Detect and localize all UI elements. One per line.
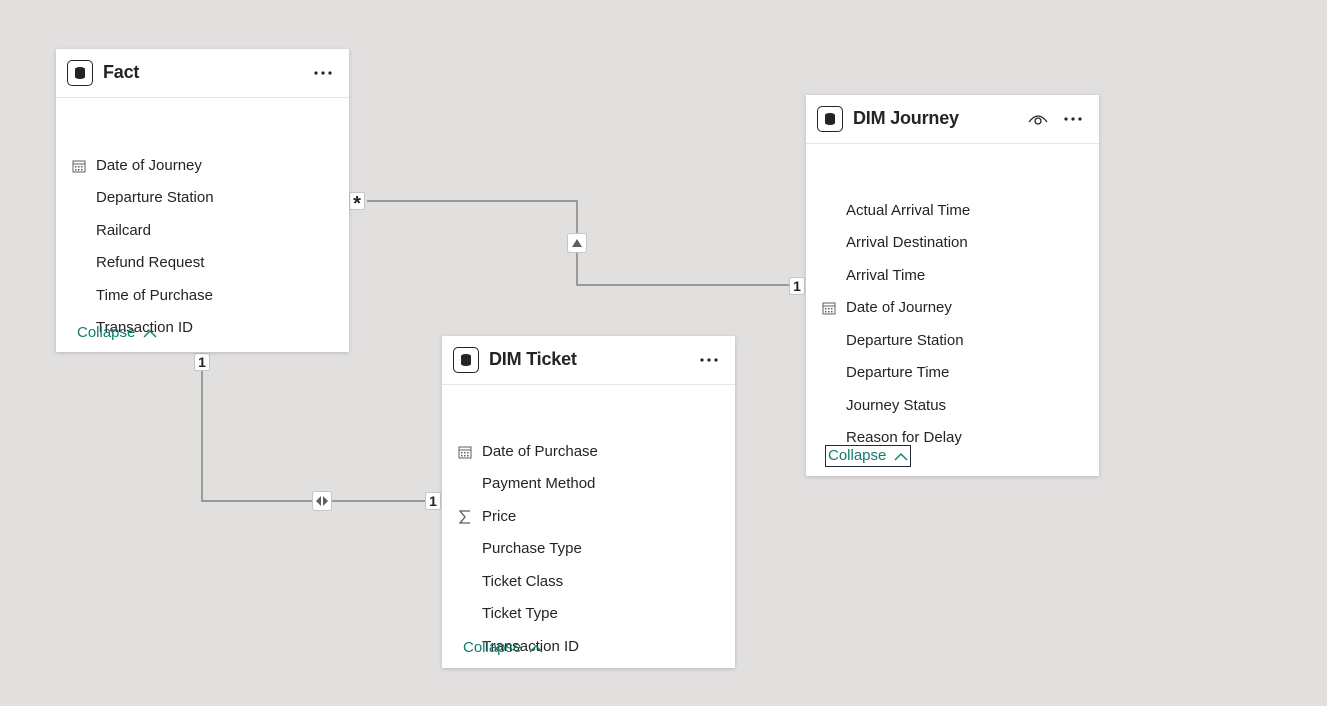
table-title: DIM Journey <box>853 108 959 128</box>
field-price[interactable]: Price <box>442 505 735 529</box>
eye-icon[interactable] <box>1026 108 1050 130</box>
collapse-label: Collapse <box>828 447 887 464</box>
field-ticket-type[interactable]: Ticket Type <box>442 602 735 626</box>
chevron-up-icon <box>529 644 543 653</box>
field-purchase-type[interactable]: Purchase Type <box>442 537 735 561</box>
collapse-button[interactable]: Collapse <box>825 445 911 467</box>
field-actual-arrival-time[interactable]: Actual Arrival Time <box>806 199 1099 223</box>
field-transaction-id[interactable]: Transaction ID <box>442 635 735 659</box>
field-date-of-purchase[interactable]: Date of Purchase <box>442 440 735 464</box>
collapse-label: Collapse <box>463 639 522 656</box>
field-arrival-time[interactable]: Arrival Time <box>806 264 1099 288</box>
field-transaction-id[interactable]: Transaction ID <box>56 316 349 340</box>
cardinality-one-marker-fact: 1 <box>194 353 210 371</box>
filter-direction-both-icon[interactable] <box>312 491 332 511</box>
table-header[interactable]: DIM Ticket <box>442 336 735 385</box>
field-label: Arrival Destination <box>846 234 968 251</box>
field-departure-station[interactable]: Departure Station <box>56 186 349 210</box>
table-icon <box>453 347 479 373</box>
field-label: Payment Method <box>482 475 596 492</box>
filter-direction-single-icon[interactable] <box>567 233 587 253</box>
field-payment-method[interactable]: Payment Method <box>442 472 735 496</box>
field-railcard[interactable]: Railcard <box>56 219 349 243</box>
more-options-icon[interactable] <box>697 349 721 371</box>
collapse-label: Collapse <box>77 324 136 341</box>
field-date-of-journey[interactable]: Date of Journey <box>56 154 349 178</box>
field-label: Reason for Delay <box>846 429 962 446</box>
calendar-icon <box>72 159 86 173</box>
field-journey-status[interactable]: Journey Status <box>806 394 1099 418</box>
field-label: Ticket Class <box>482 573 564 590</box>
table-card-dim-journey[interactable]: DIM Journey Actual Arrival Time Arrival … <box>806 95 1099 476</box>
field-time-of-purchase[interactable]: Time of Purchase <box>56 284 349 308</box>
field-label: Railcard <box>96 222 152 239</box>
field-departure-station[interactable]: Departure Station <box>806 329 1099 353</box>
field-label: Arrival Time <box>846 267 926 284</box>
field-date-of-journey[interactable]: Date of Journey <box>806 296 1099 320</box>
field-label: Journey Status <box>846 397 947 414</box>
field-reason-for-delay[interactable]: Reason for Delay <box>806 426 1099 450</box>
table-icon <box>817 106 843 132</box>
field-ticket-class[interactable]: Ticket Class <box>442 570 735 594</box>
collapse-button[interactable]: Collapse <box>75 323 159 343</box>
field-label: Departure Time <box>846 364 950 381</box>
collapse-button[interactable]: Collapse <box>461 638 545 658</box>
field-departure-time[interactable]: Departure Time <box>806 361 1099 385</box>
field-label: Date of Journey <box>846 299 952 316</box>
field-label: Date of Journey <box>96 157 202 174</box>
field-label: Ticket Type <box>482 605 558 622</box>
cardinality-one-marker-ticket: 1 <box>425 492 441 510</box>
table-icon <box>67 60 93 86</box>
cardinality-one-marker-journey: 1 <box>789 277 805 295</box>
field-label: Departure Station <box>846 332 964 349</box>
chevron-up-icon <box>894 452 908 461</box>
table-header[interactable]: DIM Journey <box>806 95 1099 144</box>
field-label: Price <box>482 508 517 525</box>
relationship-line-fact-ticket[interactable] <box>201 370 425 502</box>
more-options-icon[interactable] <box>1061 108 1085 130</box>
table-card-fact[interactable]: Fact Date of Journey Departure Station R… <box>56 49 349 352</box>
table-title: Fact <box>103 62 140 82</box>
field-label: Time of Purchase <box>96 287 213 304</box>
sigma-icon <box>458 510 472 524</box>
field-label: Date of Purchase <box>482 443 598 460</box>
field-label: Purchase Type <box>482 540 582 557</box>
calendar-icon <box>822 301 836 315</box>
field-label: Departure Station <box>96 189 214 206</box>
field-refund-request[interactable]: Refund Request <box>56 251 349 275</box>
field-arrival-destination[interactable]: Arrival Destination <box>806 231 1099 255</box>
table-card-dim-ticket[interactable]: DIM Ticket Date of Purchase Payment Meth… <box>442 336 735 668</box>
field-label: Refund Request <box>96 254 205 271</box>
calendar-icon <box>458 445 472 459</box>
table-header[interactable]: Fact <box>56 49 349 98</box>
chevron-up-icon <box>143 329 157 338</box>
table-title: DIM Ticket <box>489 349 577 369</box>
more-options-icon[interactable] <box>311 62 335 84</box>
field-label: Actual Arrival Time <box>846 202 971 219</box>
field-label: Transaction ID <box>96 319 193 336</box>
cardinality-many-marker: * <box>349 192 365 215</box>
field-label: Transaction ID <box>482 638 579 655</box>
